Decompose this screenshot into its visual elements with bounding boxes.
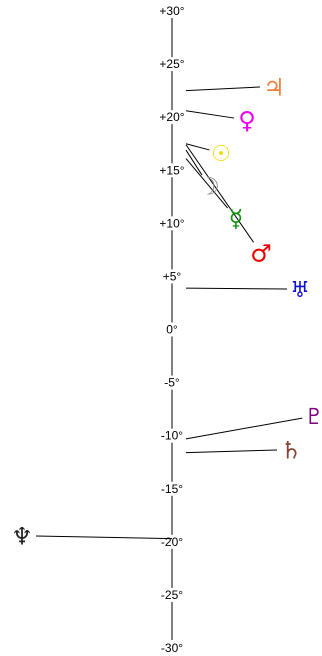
tick-label-background (157, 641, 187, 655)
tick-label-background (164, 322, 180, 337)
tick-label-background (157, 57, 187, 72)
tick-label: +15° (159, 163, 184, 177)
tick-label-group: -15° (157, 481, 187, 496)
leader-lines (35, 86, 303, 540)
tick-label-background (157, 428, 187, 443)
tick-label: +20° (159, 110, 184, 124)
tick-label-group: -20° (157, 534, 187, 549)
tick-label: -15° (161, 482, 183, 496)
mars-leader-line (185, 144, 255, 243)
tick-label: +5° (163, 269, 182, 283)
tick-labels: +30° +25° +20° +15° +10° +5° 0° -5° -10° -15° -20°… (157, 4, 187, 655)
neptune-leader-line (35, 535, 173, 540)
tick-label-background (157, 4, 187, 18)
tick-label: +10° (159, 216, 184, 230)
tick-label: -25° (161, 588, 183, 602)
tick-label-group: -10° (157, 428, 187, 443)
tick-label: 0° (166, 323, 178, 337)
sun-leader-line (185, 143, 210, 151)
tick-label-background (160, 269, 184, 284)
tick-label-background (157, 216, 187, 231)
jupiter-leader-line (185, 86, 261, 92)
saturn-leader-line (185, 449, 278, 454)
pluto-leader-line (185, 417, 303, 440)
tick-label-group: -30° (157, 641, 187, 655)
saturn-glyph-icon: ♄ (280, 437, 302, 465)
tick-label-background (157, 110, 187, 125)
neptune-glyph-icon: ♆ (11, 523, 33, 551)
tick-label: -5° (164, 376, 180, 390)
planet-glyphs: ♃♀ ☉ ☽ ☿♂ ♅ ♇♄ ♆ (11, 74, 322, 551)
tick-label: -30° (161, 641, 183, 655)
jupiter-glyph-icon: ♃ (263, 74, 285, 102)
mars-glyph-icon: ♂ (250, 240, 272, 268)
tick-label-background (157, 587, 187, 602)
tick-label-group: +5° (160, 269, 184, 284)
pluto-glyph-icon: ♇ (304, 405, 322, 430)
uranus-glyph-icon: ♅ (290, 278, 310, 303)
tick-label: +25° (159, 57, 184, 71)
tick-label: -10° (161, 429, 183, 443)
tick-label-group: +20° (157, 110, 187, 125)
uranus-leader-line (185, 287, 288, 290)
mercury-leader-line (185, 158, 229, 209)
venus-leader-line (185, 110, 235, 119)
mercury-glyph-icon: ☿ (229, 205, 244, 233)
venus-glyph-icon: ♀ (238, 107, 256, 135)
tick-label-group: +30° (157, 4, 187, 18)
tick-label-group: +15° (157, 163, 187, 178)
tick-label-group: +25° (157, 57, 187, 71)
tick-label: +30° (159, 4, 184, 18)
tick-label-background (157, 481, 187, 496)
moon-leader-line (185, 149, 203, 176)
moon-glyph-icon: ☽ (198, 173, 220, 201)
tick-label-group: -5° (160, 375, 184, 390)
tick-label-group: -25° (157, 587, 187, 602)
tick-label-background (160, 375, 184, 390)
tick-label: -20° (161, 535, 183, 549)
tick-label-group: +10° (157, 216, 187, 231)
tick-label-background (157, 163, 187, 178)
sun-glyph-icon: ☉ (211, 142, 231, 167)
tick-label-group: 0° (164, 322, 180, 337)
